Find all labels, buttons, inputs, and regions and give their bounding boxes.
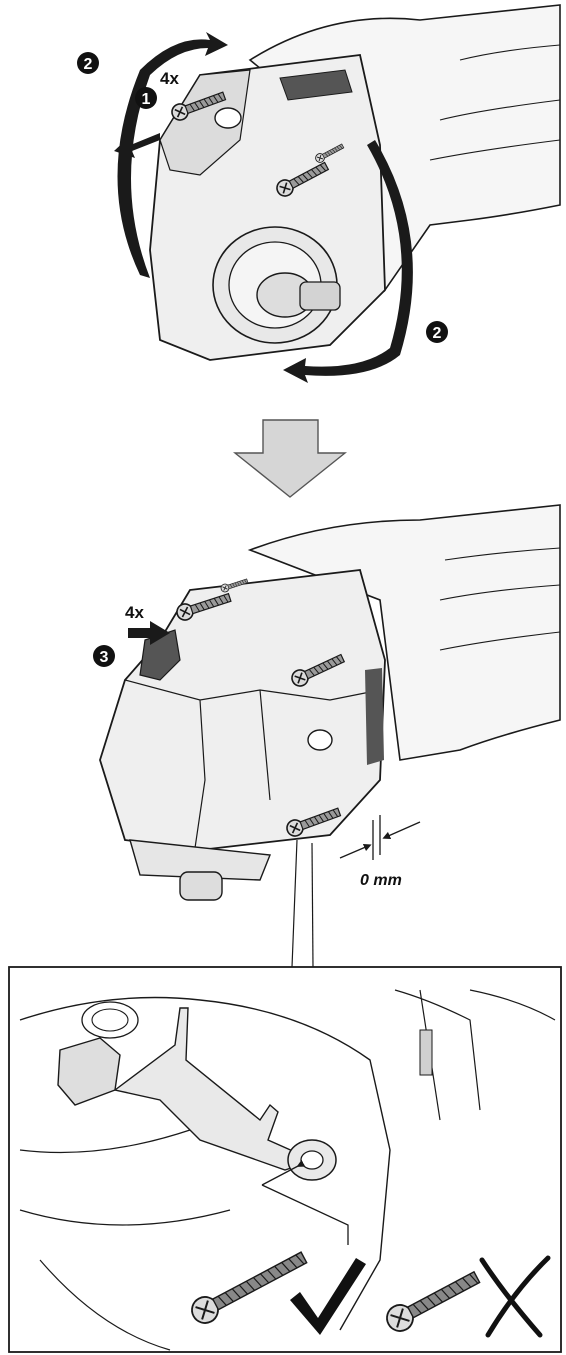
down-arrow xyxy=(233,419,347,498)
gap-label: 0 mm xyxy=(360,872,402,889)
correct-screw xyxy=(191,1251,308,1324)
tool-body-grip-lines xyxy=(429,44,561,161)
gap-indicator: 0 mm xyxy=(339,815,421,889)
bottom-flange xyxy=(129,839,271,881)
tool-body-middle xyxy=(247,504,561,761)
check-mark-icon xyxy=(290,1258,366,1335)
count-label-middle: 4x xyxy=(125,603,144,622)
detail-box xyxy=(8,966,562,1353)
svg-text:3: 3 xyxy=(100,649,109,666)
push-arrow xyxy=(128,621,170,645)
section-reattach-head: 4x 3 0 mm xyxy=(93,504,561,968)
spindle-bottom xyxy=(179,871,223,901)
detail-lever xyxy=(113,1007,301,1171)
svg-text:2: 2 xyxy=(84,56,93,73)
svg-text:2: 2 xyxy=(433,325,442,342)
step-badge-2-top: 2 xyxy=(77,52,99,74)
step-badge-3: 3 xyxy=(93,645,115,667)
step-badge-1: 1 xyxy=(135,87,157,109)
step-badge-2-bottom: 2 xyxy=(426,321,448,343)
count-label-top: 4x xyxy=(160,69,179,88)
section-remove-head: 2 1 4x 2 xyxy=(77,4,561,383)
incorrect-screw xyxy=(386,1270,481,1332)
cross-mark-icon xyxy=(479,1255,551,1338)
svg-text:1: 1 xyxy=(142,91,151,108)
